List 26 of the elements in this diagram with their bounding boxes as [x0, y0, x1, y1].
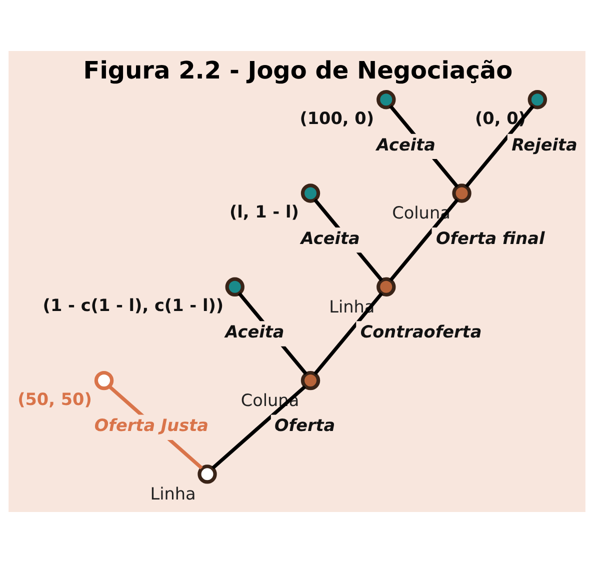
node-label: (100, 0) [300, 108, 374, 128]
node-circle [300, 370, 320, 390]
edge-label: Aceita [376, 134, 436, 154]
edge-label: Rejeita [512, 134, 578, 154]
node-circle [376, 277, 396, 296]
node-circle [300, 184, 320, 203]
edge-label: Oferta final [436, 228, 545, 248]
node-label: (1 - c(1 - l), c(1 - l)) [42, 295, 224, 316]
node-circle [376, 90, 396, 110]
node-label: (50, 50) [18, 388, 92, 409]
node-circle [452, 184, 472, 203]
edge-label: Oferta Justa [94, 415, 208, 436]
connector [212, 385, 306, 470]
node-circle [94, 370, 114, 390]
node-circle [198, 464, 217, 484]
diagram-title: Figura 2.2 - Jogo de Negociação [83, 56, 513, 85]
edge-label: Aceita [225, 322, 284, 342]
node-circle [225, 277, 244, 296]
node-label: (l, 1 - l) [229, 202, 299, 222]
edge-label: Aceita [300, 228, 360, 248]
node-label: Linha [150, 484, 196, 504]
node-circle [528, 90, 547, 110]
edge-label: Contraoferta [360, 322, 482, 342]
connector [314, 292, 384, 376]
connector [464, 104, 534, 188]
edge-label: Oferta [274, 415, 336, 436]
